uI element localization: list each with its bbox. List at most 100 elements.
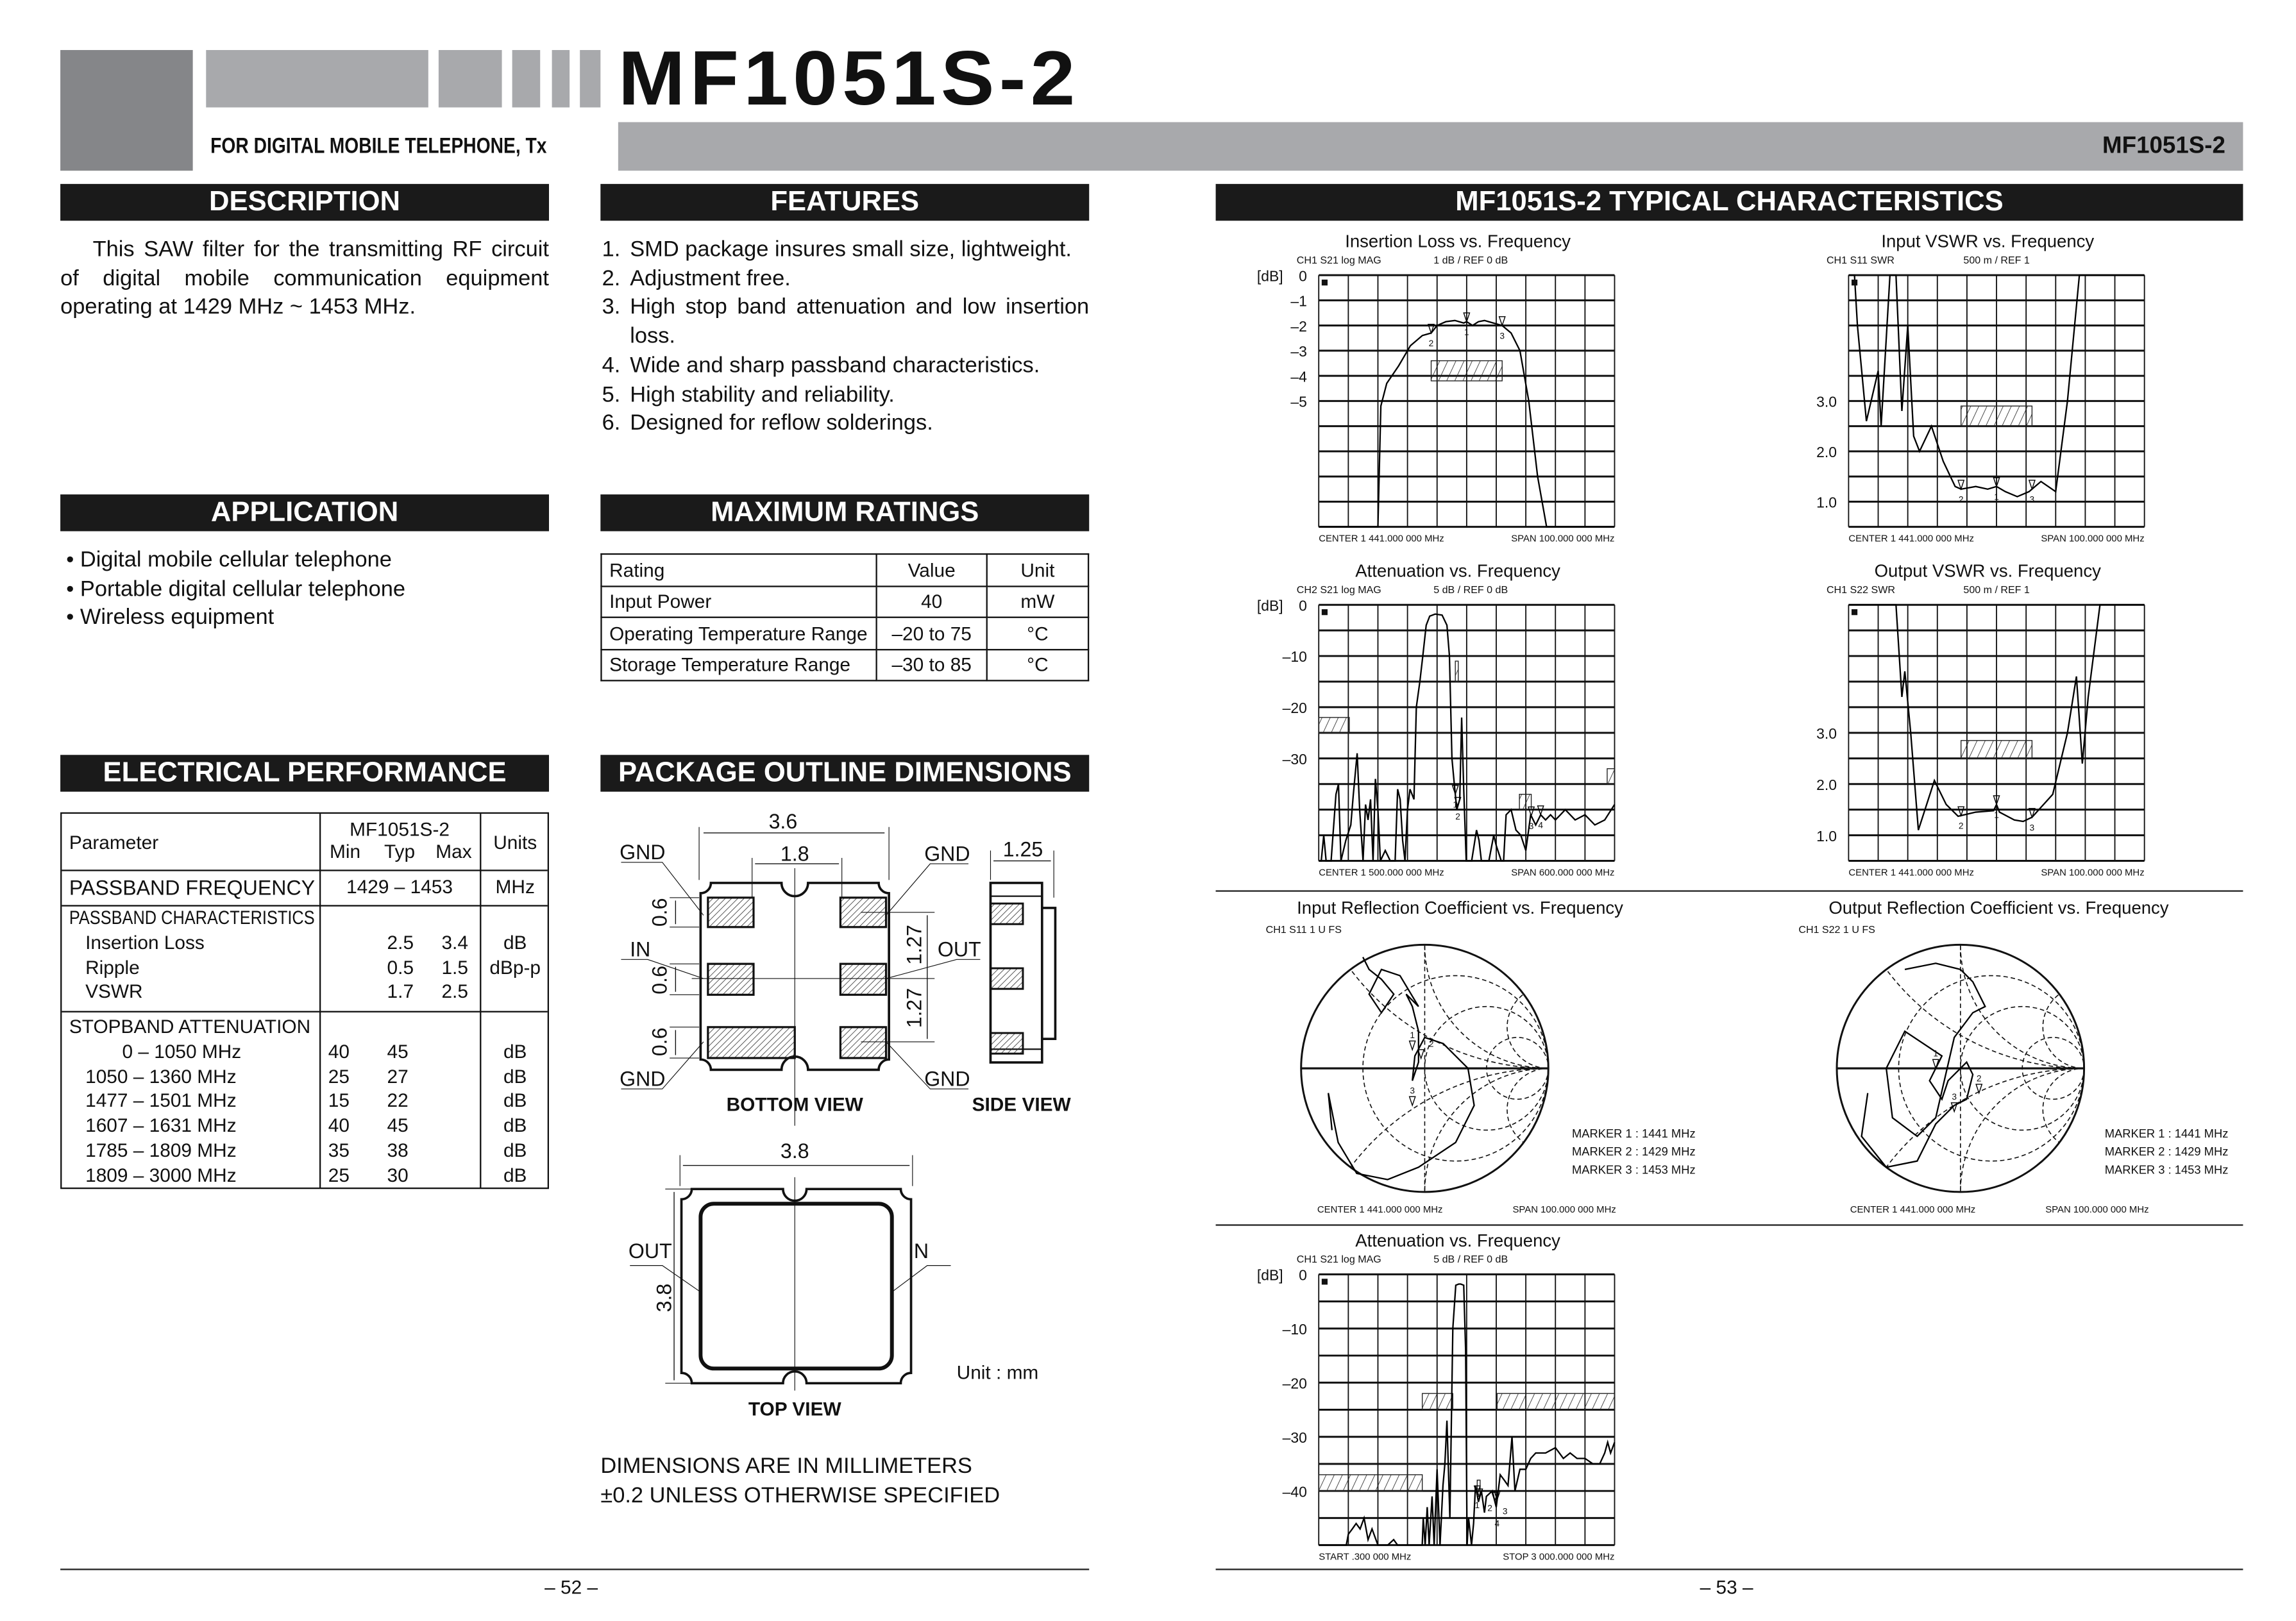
y-tick-label: 1.0 xyxy=(1816,494,1837,511)
marker-label: 1 xyxy=(1464,327,1469,337)
y-tick-label: –10 xyxy=(1283,1321,1307,1338)
y-tick-label: 0 xyxy=(1299,597,1307,614)
spec-limit-region xyxy=(1496,1393,1616,1411)
chart-title: Input VSWR vs. Frequency xyxy=(1881,231,2094,251)
section-heading-package: PACKAGE OUTLINE DIMENSIONS xyxy=(600,755,1090,792)
marker-label: 3 xyxy=(1952,1092,1957,1102)
typ-value: 2.5 xyxy=(387,931,414,954)
parameter-name: 0 – 1050 MHz xyxy=(122,1040,242,1062)
chart-footer-left: CENTER 1 441.000 000 MHz xyxy=(1848,868,1974,878)
header-bar xyxy=(552,50,570,108)
feature-item: 6.Designed for reflow solderings. xyxy=(602,409,1090,438)
chart-channel-label: CH1 S22 1 U FS xyxy=(1798,924,1875,936)
chart-footer-left: CENTER 1 441.000 000 MHz xyxy=(1319,534,1444,544)
typ-value: 45 xyxy=(387,1040,409,1062)
dimension-note: ±0.2 UNLESS OTHERWISE SPECIFIED xyxy=(600,1482,1000,1508)
instrument-icon xyxy=(1321,1279,1328,1285)
typ-value: 27 xyxy=(387,1064,409,1088)
spec-limit-region xyxy=(1455,660,1459,682)
marker-triangle xyxy=(1537,805,1544,816)
marker-triangle xyxy=(1451,785,1459,796)
footer-rule xyxy=(60,1568,1090,1570)
feature-number: 4. xyxy=(602,353,621,378)
application-item: • Portable digital cellular telephone xyxy=(66,576,406,601)
marker-note: MARKER 1 : 1441 MHz xyxy=(2105,1127,2229,1140)
max-value: 1.5 xyxy=(441,955,468,978)
instrument-icon xyxy=(1851,280,1858,286)
section-heading-electrical: ELECTRICAL PERFORMANCE xyxy=(60,755,549,792)
chart-footer-left: CENTER 1 441.000 000 MHz xyxy=(1317,1205,1443,1215)
constant-reactance-arc xyxy=(1960,945,2084,1069)
chart-scale-label: 500 m / REF 1 xyxy=(1963,584,2030,596)
column-header: Value xyxy=(875,553,988,587)
dimension-width: 3.6 xyxy=(769,810,798,833)
table-divider xyxy=(319,814,321,1188)
dimension-top-width: 3.8 xyxy=(781,1139,809,1163)
marker-triangle xyxy=(1498,316,1506,327)
dimension-pad: 0.6 xyxy=(648,1027,671,1056)
marker-triangle xyxy=(1975,1084,1983,1095)
unit-value: dB xyxy=(503,1040,527,1062)
marker-label: 1 xyxy=(1994,492,1999,501)
section-heading-description: DESCRIPTION xyxy=(60,183,549,221)
top-view-label: TOP VIEW xyxy=(748,1399,842,1420)
unit-value: dB xyxy=(503,931,527,954)
chart-channel-label: CH1 S11 SWR xyxy=(1827,255,1895,266)
marker-label: 1 xyxy=(1453,800,1458,809)
y-axis-label: [dB] xyxy=(1257,1267,1283,1284)
marker-label: 1 xyxy=(1410,1030,1415,1040)
y-tick-label: –2 xyxy=(1290,318,1307,335)
passband-frequency-unit: MHz xyxy=(495,875,535,898)
y-tick-label: 0 xyxy=(1299,267,1307,284)
marker-triangle xyxy=(1528,806,1535,818)
marker-label: 3 xyxy=(1410,1086,1415,1096)
chart-5: Input Reflection Coefficient vs. Frequen… xyxy=(1266,898,1696,1215)
max-value: 2.5 xyxy=(441,980,468,1003)
rating-unit: °C xyxy=(986,648,1090,682)
feature-text: SMD package insures small size, lightwei… xyxy=(630,237,1072,262)
min-value: 15 xyxy=(328,1089,350,1112)
chart-scale-label: 500 m / REF 1 xyxy=(1963,255,2030,266)
marker-note: MARKER 2 : 1429 MHz xyxy=(2105,1145,2229,1158)
chart-footer-right: SPAN 100.000 000 MHz xyxy=(1512,1205,1616,1215)
dimension-notes: DIMENSIONS ARE IN MILLIMETERS ±0.2 UNLES… xyxy=(600,1452,1000,1510)
table-divider xyxy=(62,905,548,907)
application-list: • Digital mobile cellular telephone • Po… xyxy=(66,546,405,633)
marker-label: 2 xyxy=(1429,339,1434,348)
chart-footer-right: SPAN 100.000 000 MHz xyxy=(2045,1205,2148,1215)
marker-label: 3 xyxy=(1529,821,1534,831)
electrical-performance-table: Parameter MF1051S-2 Min Typ Max Units PA… xyxy=(60,812,549,1189)
constant-reactance-arc xyxy=(2042,1068,2084,1152)
chart-separator xyxy=(1215,1224,2243,1226)
features-list: 1.SMD package insures small size, lightw… xyxy=(602,235,1090,439)
dimension-pad: 0.6 xyxy=(648,966,671,995)
min-value: 25 xyxy=(328,1163,350,1186)
typ-value: 30 xyxy=(387,1163,409,1186)
instrument-icon xyxy=(1321,280,1328,286)
marker-label: 2 xyxy=(1455,812,1460,821)
package-labels: 3.6 1.8 1.25 0.6 0.6 0.6 1.27 1.27 3.8 3… xyxy=(620,810,1071,1420)
header-block xyxy=(60,50,193,171)
parameter-name: Ripple xyxy=(85,955,140,978)
feature-item: 2.Adjustment free. xyxy=(602,264,1090,293)
marker-note: MARKER 3 : 1453 MHz xyxy=(1572,1163,1696,1176)
unit-value: dBp-p xyxy=(489,955,541,978)
constant-reactance-arc xyxy=(1424,945,1549,1069)
feature-text: Adjustment free. xyxy=(630,265,791,291)
marker-label: 3 xyxy=(1503,1507,1508,1516)
chart-title: Output Reflection Coefficient vs. Freque… xyxy=(1828,898,2168,918)
table-row: Storage Temperature Range –30 to 85 °C xyxy=(600,648,1090,682)
y-tick-label: –30 xyxy=(1283,751,1307,768)
feature-item: 4.Wide and sharp passband characteristic… xyxy=(602,351,1090,380)
marker-note: MARKER 3 : 1453 MHz xyxy=(2105,1163,2229,1176)
marker-label: 3 xyxy=(2030,494,2035,504)
description-text: This SAW filter for the transmitting RF … xyxy=(60,237,549,320)
marker-label: 1 xyxy=(1933,1049,1938,1059)
table-row: Operating Temperature Range –20 to 75 °C xyxy=(600,616,1090,650)
trace-line xyxy=(1848,274,2145,498)
marker-note: MARKER 2 : 1429 MHz xyxy=(1572,1145,1696,1158)
y-tick-label: –1 xyxy=(1290,293,1307,310)
